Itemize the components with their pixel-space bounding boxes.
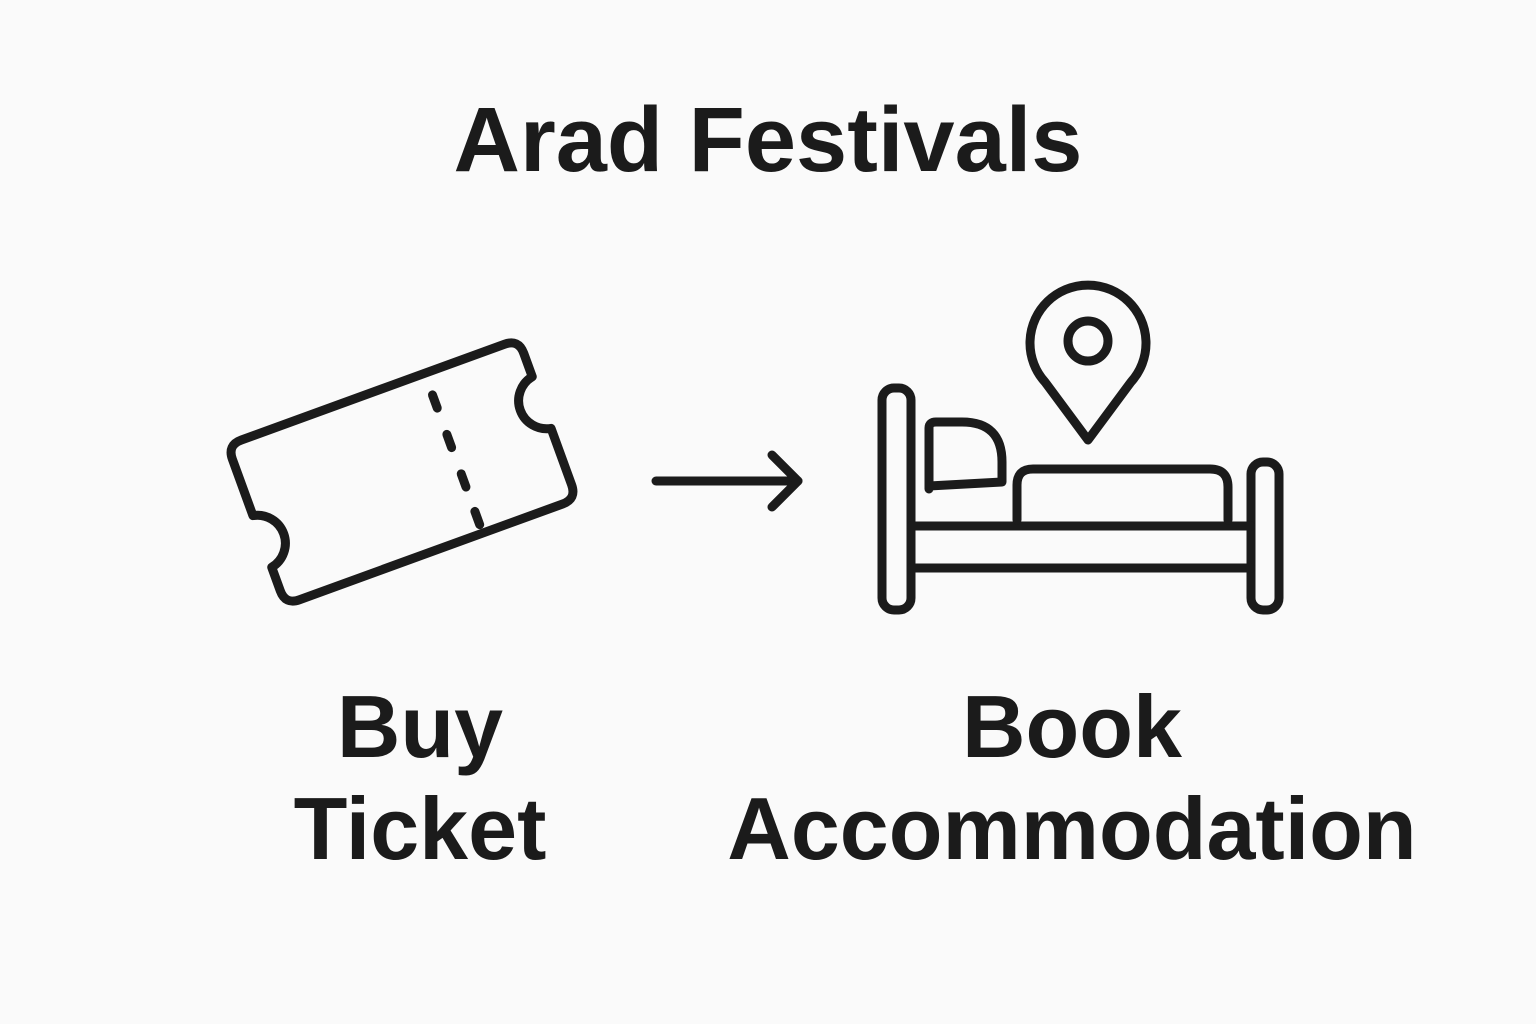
step-label-book-accommodation: Book Accommodation <box>672 676 1472 880</box>
diagram-title: Arad Festivals <box>453 89 1083 191</box>
ticket-icon <box>226 338 578 606</box>
arrow-right-icon <box>651 450 803 512</box>
step-label-line: Accommodation <box>727 779 1417 878</box>
step-label-line: Ticket <box>293 779 547 878</box>
step-label-buy-ticket: Buy Ticket <box>220 676 620 880</box>
step-label-line: Buy <box>336 677 504 776</box>
step-label-line: Book <box>962 677 1182 776</box>
bed-with-location-pin-icon <box>877 280 1284 615</box>
